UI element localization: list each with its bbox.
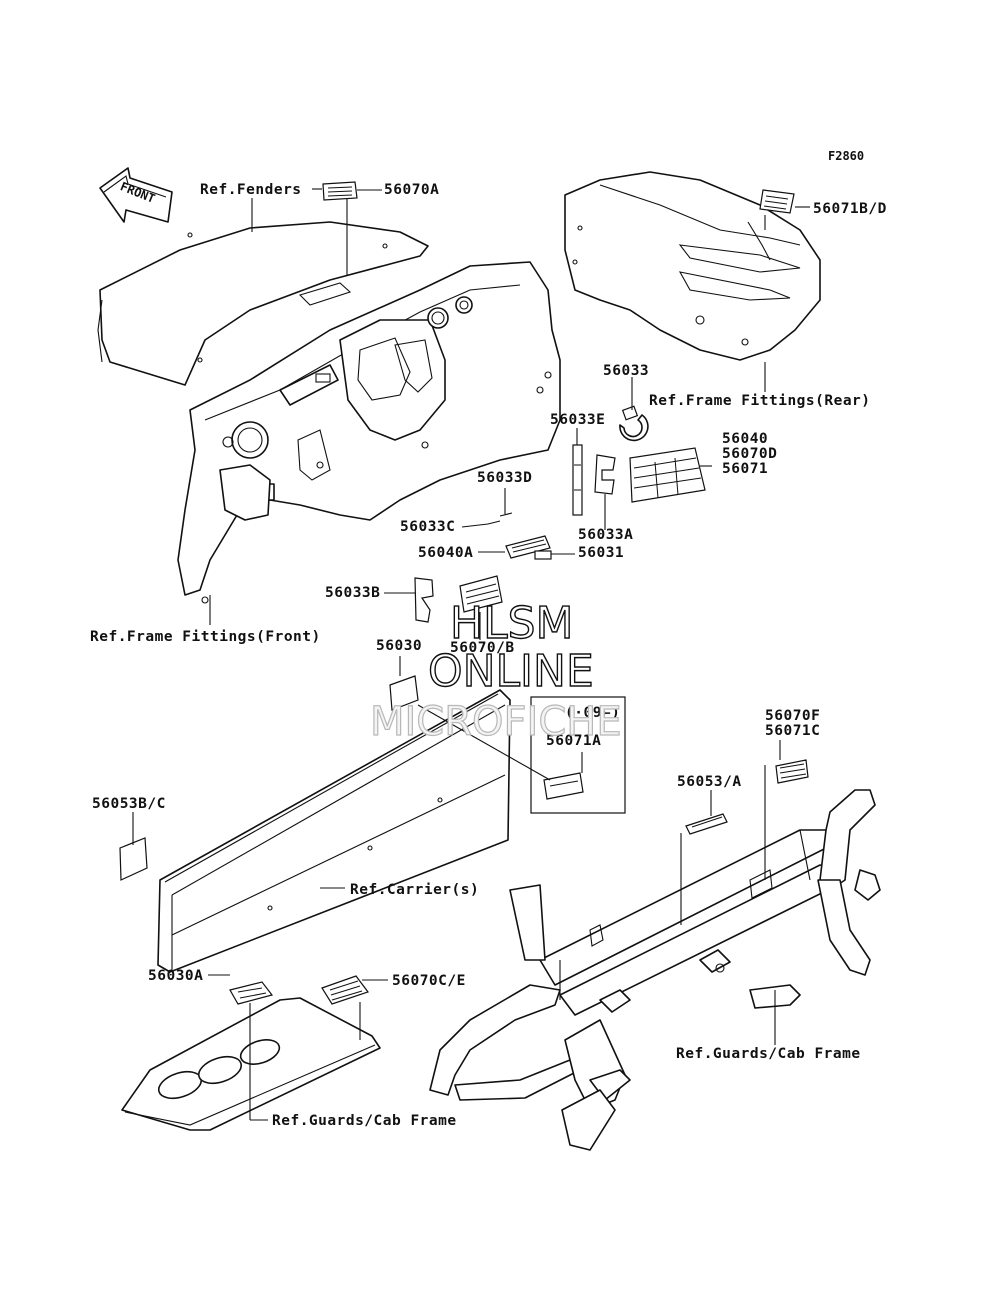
labels: Ref.Fenders 56070A 56071B/D 56033 Ref.Fr… — [90, 182, 887, 1129]
label-56030: 56030 — [376, 638, 422, 654]
label-ref-guards-left: Ref.Guards/Cab Frame — [272, 1113, 457, 1129]
label-56033A: 56033A — [578, 527, 633, 543]
decal-56071A — [543, 772, 584, 800]
label-ref-fenders: Ref.Fenders — [200, 182, 302, 198]
label-ref-frame-front: Ref.Frame Fittings(Front) — [90, 629, 321, 645]
decal-56033E — [572, 444, 583, 516]
dash-panel — [177, 261, 561, 604]
label-56071C: 56071C — [765, 723, 820, 739]
watermark-line3: MICROFICHE — [370, 699, 622, 745]
label-56033B: 56033B — [325, 585, 380, 601]
label-56030A: 56030A — [148, 968, 203, 984]
watermark: HLSM ONLINE MICROFICHE — [369, 597, 622, 745]
decal-56070A — [322, 181, 358, 201]
decal-56033A — [594, 454, 616, 495]
figure-code: F2860 — [828, 149, 864, 163]
label-56031: 56031 — [578, 545, 624, 561]
label-56033D: 56033D — [477, 470, 532, 486]
decal-56070F — [775, 759, 809, 784]
decal-56033B — [414, 577, 434, 623]
front-arrow-icon: FRONT — [99, 167, 173, 223]
decal-56030A — [229, 981, 274, 1005]
label-56033E: 56033E — [550, 412, 605, 428]
label-56070B: 56070/B — [450, 640, 515, 656]
decal-56040A — [505, 535, 551, 559]
decal-56030 — [389, 675, 419, 711]
chassis-frame — [429, 789, 881, 1151]
rear-frame-panel — [564, 171, 821, 361]
label-ref-frame-rear: Ref.Frame Fittings(Rear) — [649, 393, 871, 409]
leader-lines — [132, 188, 810, 1121]
label-56071A: 56071A — [546, 733, 601, 749]
floor-plate — [121, 997, 381, 1131]
serial-inset-box — [530, 696, 626, 814]
label-56070CE: 56070C/E — [392, 973, 466, 989]
decal-56070B — [459, 575, 503, 613]
label-56071BD: 56071B/D — [813, 201, 887, 217]
label-56070D: 56070D — [722, 446, 777, 462]
label-56033: 56033 — [603, 363, 649, 379]
decal-56033D-56033C — [487, 512, 513, 525]
decal-56070CE — [321, 975, 369, 1005]
label-56033C: 56033C — [400, 519, 455, 535]
decal-56031 — [534, 550, 552, 560]
front-fender-panel — [97, 221, 429, 386]
label-56053A: 56053/A — [677, 774, 742, 790]
label-56040: 56040 — [722, 431, 768, 447]
label-ref-carrier: Ref.Carrier(s) — [350, 882, 479, 898]
label-56040A: 56040A — [418, 545, 473, 561]
decal-56071BD — [759, 189, 795, 214]
label-ref-guards-right: Ref.Guards/Cab Frame — [676, 1046, 861, 1062]
decal-56040 — [629, 447, 706, 503]
watermark-line1: HLSM — [450, 598, 574, 649]
decal-56053A — [685, 813, 728, 835]
cargo-bed-panel — [157, 689, 511, 973]
label-56070F: 56070F — [765, 708, 820, 724]
decal-56053BC — [119, 837, 148, 881]
watermark-line2: ONLINE — [428, 646, 594, 697]
label-56053BC: 56053B/C — [92, 796, 166, 812]
label-56070A: 56070A — [384, 182, 439, 198]
label-serial-note: (·09←) — [565, 705, 620, 721]
decal-56033 — [619, 405, 649, 442]
label-56071: 56071 — [722, 461, 768, 477]
